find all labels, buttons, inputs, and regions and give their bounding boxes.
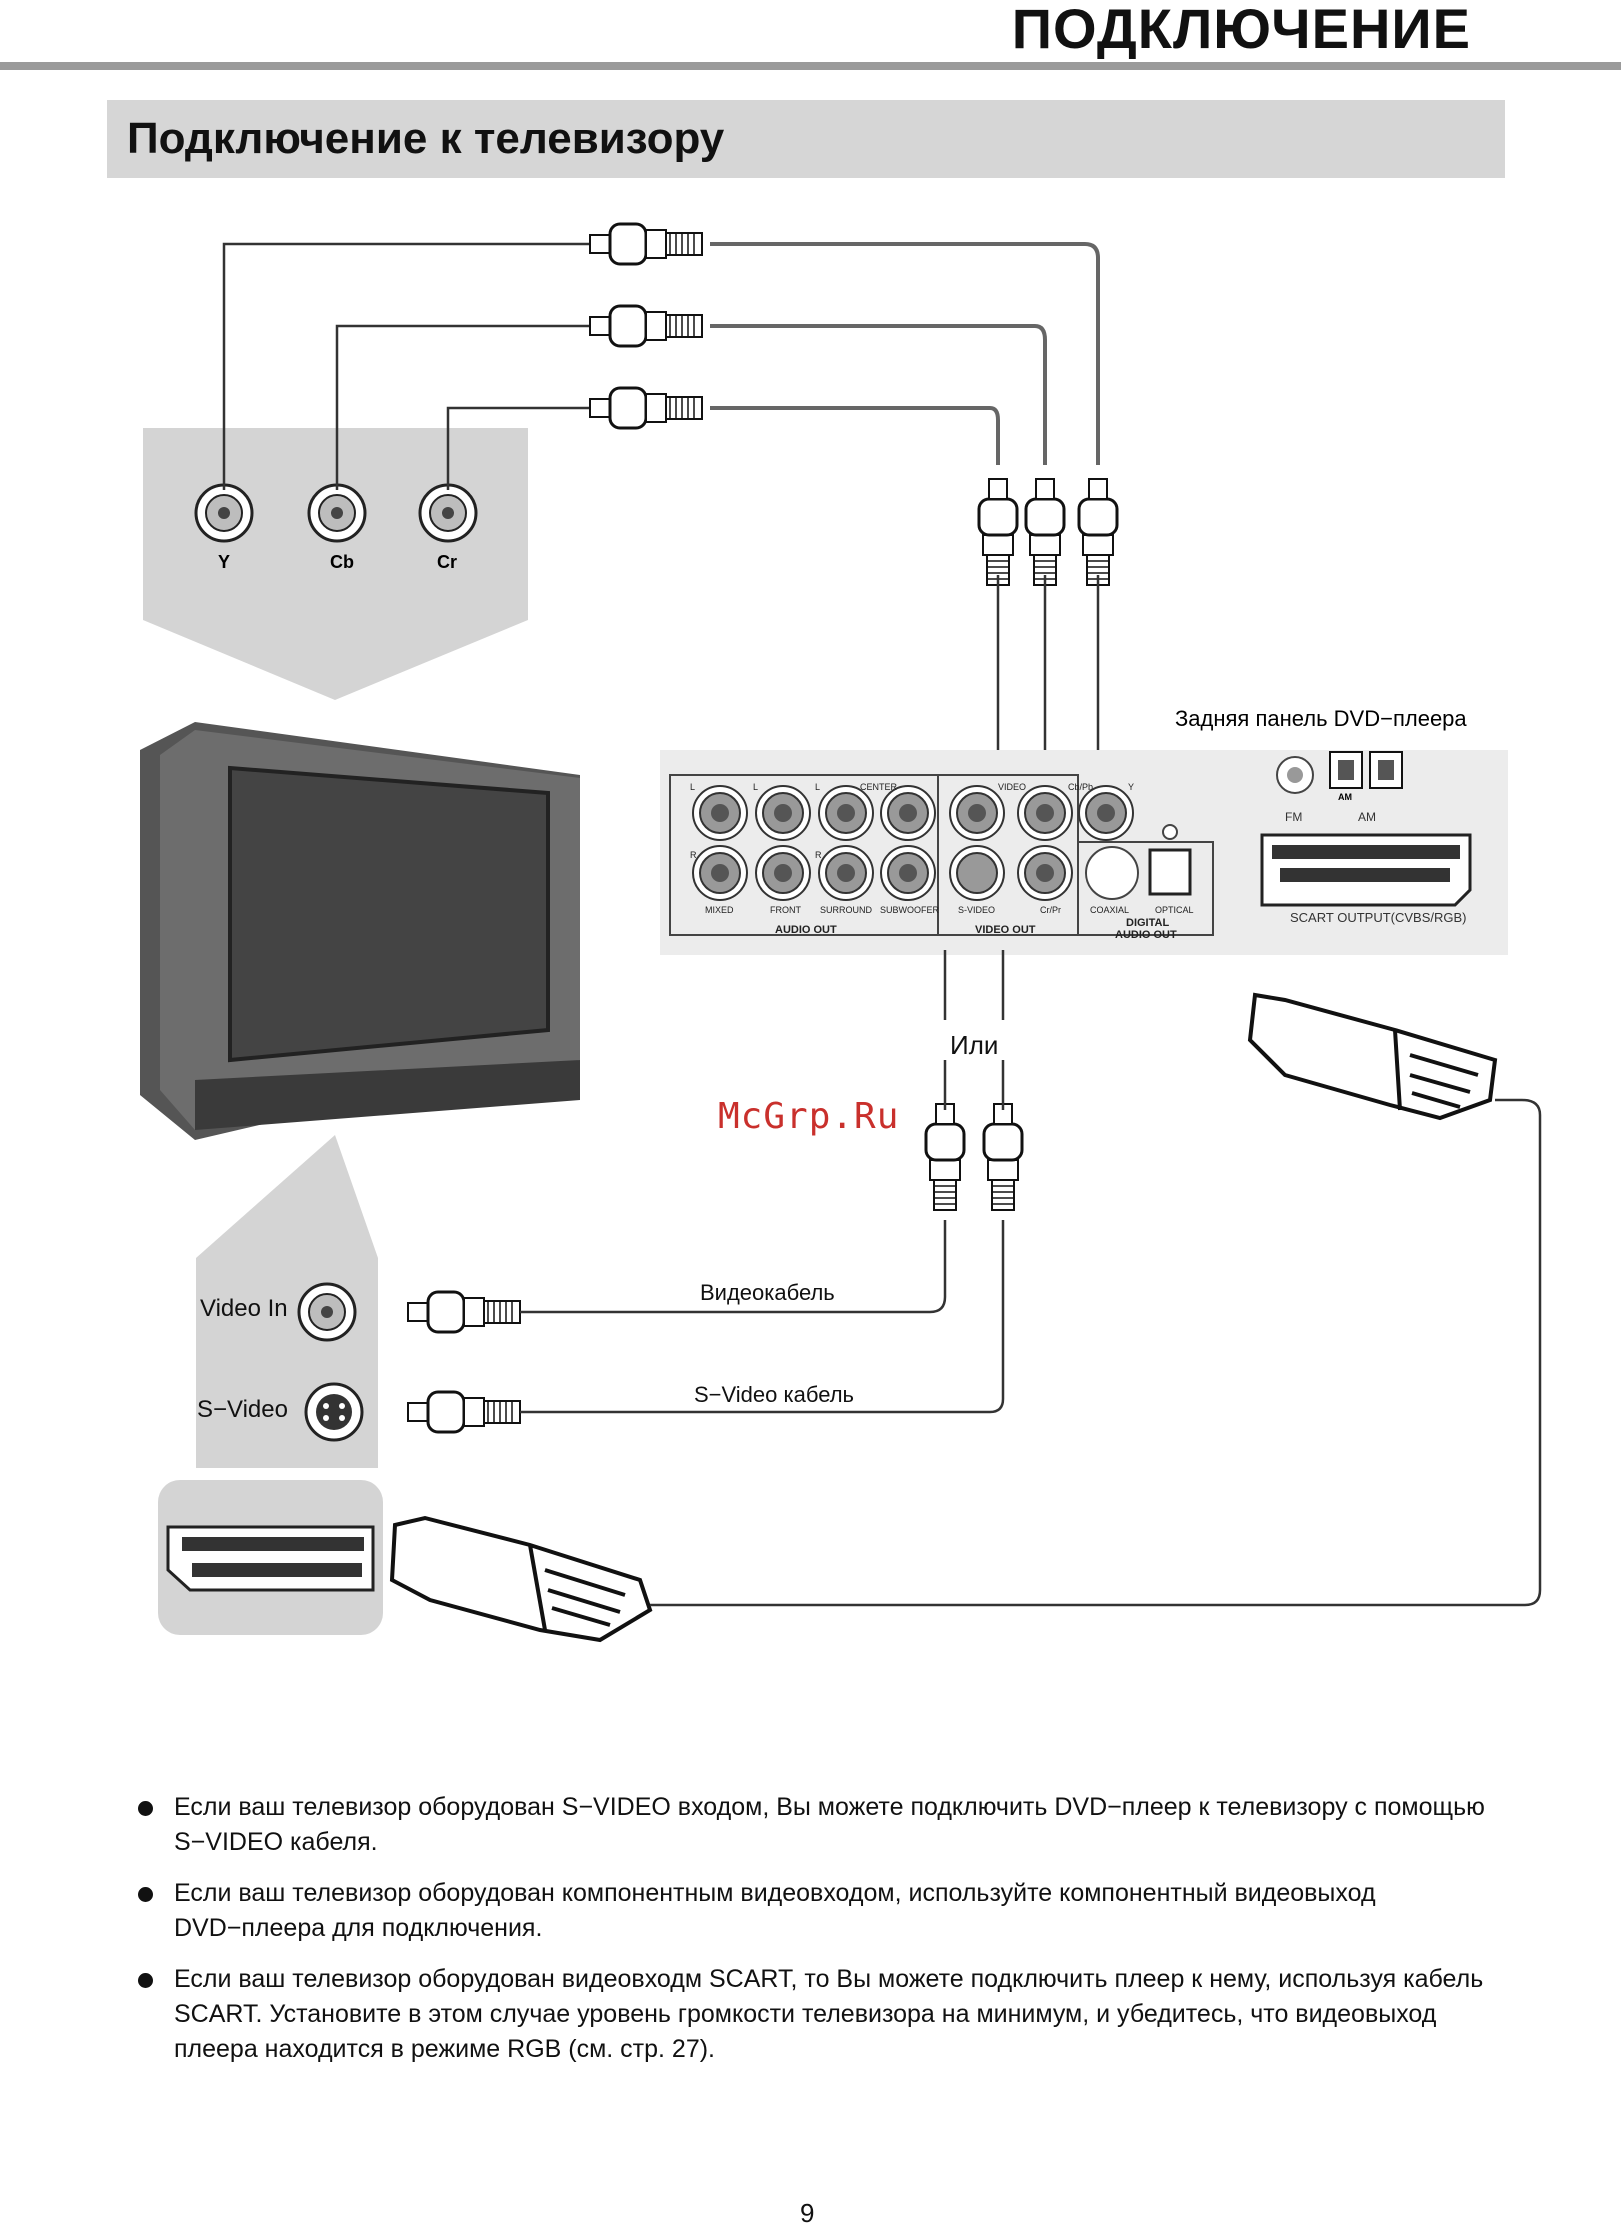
jack-cb-label: Cb (330, 552, 354, 572)
jack-y-icon (194, 483, 254, 543)
component-plug-y-vertical-icon (1077, 477, 1119, 587)
svideo-cable-label: S−Video кабель (694, 1382, 855, 1407)
bullet-dot-icon (138, 1887, 153, 1902)
am-label: AM (1358, 810, 1376, 824)
bullet-item: Если ваш телевизор оборудован компонентн… (138, 1876, 1498, 1946)
scart-output-label: SCART OUTPUT(CVBS/RGB) (1290, 910, 1466, 925)
audio-row2-label: R (815, 850, 822, 860)
video-top-label: VIDEO (998, 782, 1026, 792)
header-rule (0, 62, 1621, 70)
digital-label: OPTICAL (1155, 905, 1194, 915)
audio-bottom-label: FRONT (770, 905, 801, 915)
fm-label: FM (1285, 810, 1302, 824)
component-plug-cb-icon (588, 304, 704, 348)
video-bottom-label: S-VIDEO (958, 905, 995, 915)
or-label: Или (950, 1030, 999, 1060)
svideo-label: S−Video (197, 1396, 288, 1423)
page-number: 9 (800, 2198, 815, 2228)
audio-out-group-label: AUDIO OUT (775, 924, 837, 936)
antenna-small-label: AM (1338, 792, 1352, 802)
audio-bottom-label: SURROUND (820, 905, 873, 915)
dvd-rear-panel: L L L CENTER R R MIXED FRONT SURROUND SU… (660, 750, 1508, 955)
watermark: McGrp.Ru (718, 1096, 900, 1137)
bullet-item: Если ваш телевизор оборудован S−VIDEO вх… (138, 1790, 1498, 1860)
video-top-label: Cb/Pb (1068, 782, 1093, 792)
component-plug-cb-vertical-icon (1024, 477, 1066, 587)
jack-cb-icon (307, 483, 367, 543)
bullet-dot-icon (138, 1801, 153, 1816)
dvd-panel-caption: Задняя панель DVD−плеера (1175, 706, 1467, 731)
scart-plug-dvd-icon (1247, 992, 1498, 1121)
component-plug-y-icon (588, 222, 704, 266)
video-in-label: Video In (200, 1295, 288, 1322)
video-out-group-label: VIDEO OUT (975, 924, 1036, 936)
audio-bottom-label: SUBWOOFER (880, 905, 940, 915)
video-in-jack-icon (297, 1282, 357, 1342)
svideo-jack-icon (304, 1382, 364, 1442)
audio-top-label: L (690, 782, 695, 792)
tv-scart-socket-icon (166, 1525, 375, 1592)
audio-top-label: L (753, 782, 758, 792)
component-plug-cr-icon (588, 386, 704, 430)
bullet-list: Если ваш телевизор оборудован S−VIDEO вх… (138, 1790, 1498, 2083)
component-plug-cr-vertical-icon (977, 477, 1019, 587)
svideo-plug-vertical-icon (982, 1102, 1024, 1212)
jack-y-label: Y (218, 552, 230, 572)
scart-plug-tv-icon (389, 1515, 653, 1643)
video-bottom-label: Cr/Pr (1040, 905, 1061, 915)
section-title: Подключение к телевизору (127, 114, 725, 163)
tv-icon (140, 722, 580, 1140)
bullet-text: Если ваш телевизор оборудован компонентн… (174, 1879, 1376, 1942)
audio-top-label: L (815, 782, 820, 792)
audio-top-label: CENTER (860, 782, 898, 792)
section-band: Подключение к телевизору (107, 100, 1505, 178)
jack-cr-label: Cr (437, 552, 457, 572)
video-cable-plug-icon (406, 1290, 522, 1334)
bullet-text: Если ваш телевизор оборудован S−VIDEO вх… (174, 1793, 1485, 1856)
video-cable-label: Видеокабель (700, 1280, 835, 1305)
bullet-item: Если ваш телевизор оборудован видеовходм… (138, 1962, 1498, 2067)
digital-group-label-1: DIGITAL (1126, 917, 1169, 929)
jack-cr-icon (418, 483, 478, 543)
digital-group-label-2: AUDIO OUT (1115, 929, 1177, 941)
page-header-title: ПОДКЛЮЧЕНИЕ (1011, 0, 1471, 60)
video-top-label: Y (1128, 782, 1134, 792)
bullet-dot-icon (138, 1973, 153, 1988)
digital-label: COAXIAL (1090, 905, 1129, 915)
audio-row2-label: R (690, 850, 697, 860)
svideo-cable-plug-icon (406, 1390, 522, 1434)
bullet-text: Если ваш телевизор оборудован видеовходм… (174, 1965, 1484, 2063)
audio-bottom-label: MIXED (705, 905, 734, 915)
video-plug-vertical-icon (924, 1102, 966, 1212)
